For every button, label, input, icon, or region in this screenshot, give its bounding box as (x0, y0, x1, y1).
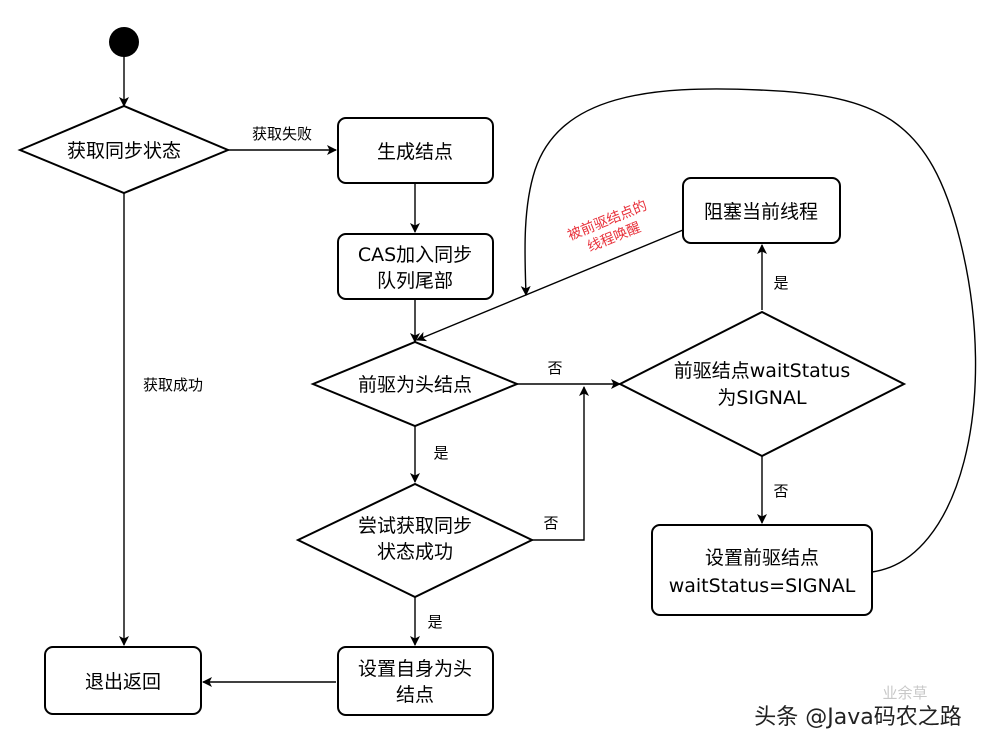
edge-try-to-merge (532, 386, 589, 541)
node-try-label-1: 尝试获取同步 (358, 515, 472, 537)
node-exit-label: 退出返回 (85, 671, 161, 693)
node-check-label-1: 前驱结点waitStatus (674, 360, 850, 382)
edge-block-to-prevhead (416, 229, 684, 342)
node-block: 阻塞当前线程 (682, 177, 841, 244)
node-prev-head-label: 前驱为头结点 (358, 374, 472, 396)
watermark-faint: 业余草 (882, 684, 927, 702)
node-prev-head: 前驱为头结点 (310, 340, 520, 428)
edge-setsignal-loop (520, 88, 977, 573)
edge-label-yes-2: 是 (427, 613, 442, 631)
node-acquire-label: 获取同步状态 (67, 140, 181, 162)
node-cas-label-2: 队列尾部 (377, 270, 453, 292)
node-set-head-label-2: 结点 (396, 684, 434, 706)
node-acquire: 获取同步状态 (17, 104, 231, 195)
edge-label-no-1: 否 (547, 359, 562, 377)
node-check-label-2: 为SIGNAL (717, 387, 807, 409)
node-set-head-label-1: 设置自身为头 (358, 658, 472, 680)
edge-label-fail: 获取失败 (252, 125, 312, 143)
node-create: 生成结点 (337, 117, 494, 184)
node-set-signal: 设置前驱结点 waitStatus=SIGNAL (651, 524, 873, 616)
node-cas: CAS加入同步 队列尾部 (337, 233, 494, 300)
node-set-signal-label-2: waitStatus=SIGNAL (669, 575, 856, 597)
node-set-signal-label-1: 设置前驱结点 (705, 547, 819, 569)
watermark: 业余草 头条 @Java码农之路 (754, 684, 961, 730)
edge-label-no-3: 否 (773, 482, 788, 500)
node-create-label: 生成结点 (377, 141, 453, 163)
wakeup-note: 被前驱结点的 线程唤醒 (565, 197, 649, 256)
node-set-head: 设置自身为头 结点 (337, 646, 494, 716)
node-try: 尝试获取同步 状态成功 (295, 482, 535, 599)
node-cas-label-1: CAS加入同步 (358, 244, 472, 266)
edge-label-success: 获取成功 (143, 376, 203, 394)
node-check: 前驱结点waitStatus 为SIGNAL (617, 310, 907, 458)
watermark-brand: 头条 @Java码农之路 (754, 705, 961, 730)
edge-label-yes-3: 是 (773, 274, 788, 292)
edge-label-no-2: 否 (543, 514, 558, 532)
start-node (109, 27, 139, 57)
node-exit: 退出返回 (44, 646, 202, 715)
node-try-label-2: 状态成功 (377, 541, 453, 563)
edge-label-yes-1: 是 (433, 444, 448, 462)
edges (119, 56, 977, 687)
node-block-label: 阻塞当前线程 (704, 201, 818, 223)
